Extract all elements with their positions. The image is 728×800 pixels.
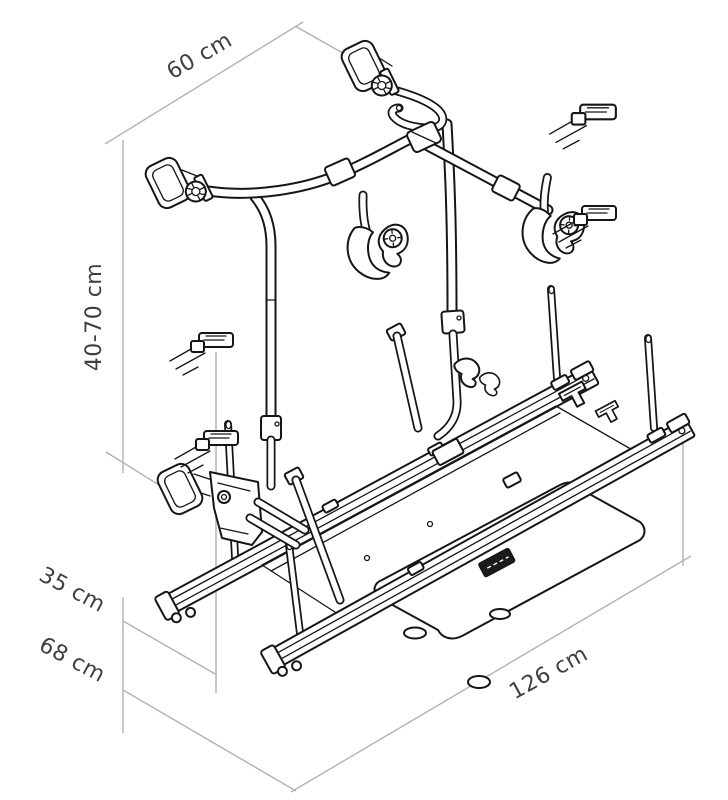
dimension-wireframe (104, 21, 692, 793)
dimension-label-rail-drop: 35 cm (35, 563, 109, 618)
dimension-line-126cm (290, 555, 692, 793)
rail-hook-clip (478, 371, 501, 397)
bike-rack-illustration (141, 36, 696, 689)
bike-frame-clamp-left (342, 191, 412, 282)
bottom-left-edge (122, 689, 297, 792)
dimension-label-depth: 60 cm (163, 28, 237, 85)
extension-line-rail-level (105, 451, 160, 486)
brand-badge (478, 547, 516, 578)
wall-mount-top (337, 36, 401, 103)
dimension-label-width: 126 cm (505, 642, 592, 705)
wheel-holder-post-rear-right (547, 285, 561, 382)
left-down-tube (249, 191, 282, 491)
loose-spacer-part (548, 103, 617, 150)
front-wheel-rail (260, 412, 696, 677)
ladder-hook-bracket (594, 399, 624, 427)
wall-mount-left (141, 153, 215, 213)
lower-wall-bracket (153, 459, 345, 605)
upper-arm-assembly (202, 83, 554, 216)
rear-wheel-rail (154, 360, 600, 624)
mounting-pad-lower (153, 459, 207, 519)
rail-hook-clip (453, 357, 481, 389)
loose-spacer-part (169, 332, 234, 376)
dimension-line-60cm (104, 21, 304, 145)
mounting-pad-left (141, 153, 195, 213)
extension-line-35cm (122, 620, 218, 676)
wheel-holder-post-front-right (644, 334, 658, 432)
dimension-line-top-corner (294, 25, 349, 57)
centre-post (385, 118, 501, 466)
dimension-label-lower-height: 68 cm (35, 633, 109, 688)
dimension-label-height-range: 40-70 cm (82, 263, 107, 371)
